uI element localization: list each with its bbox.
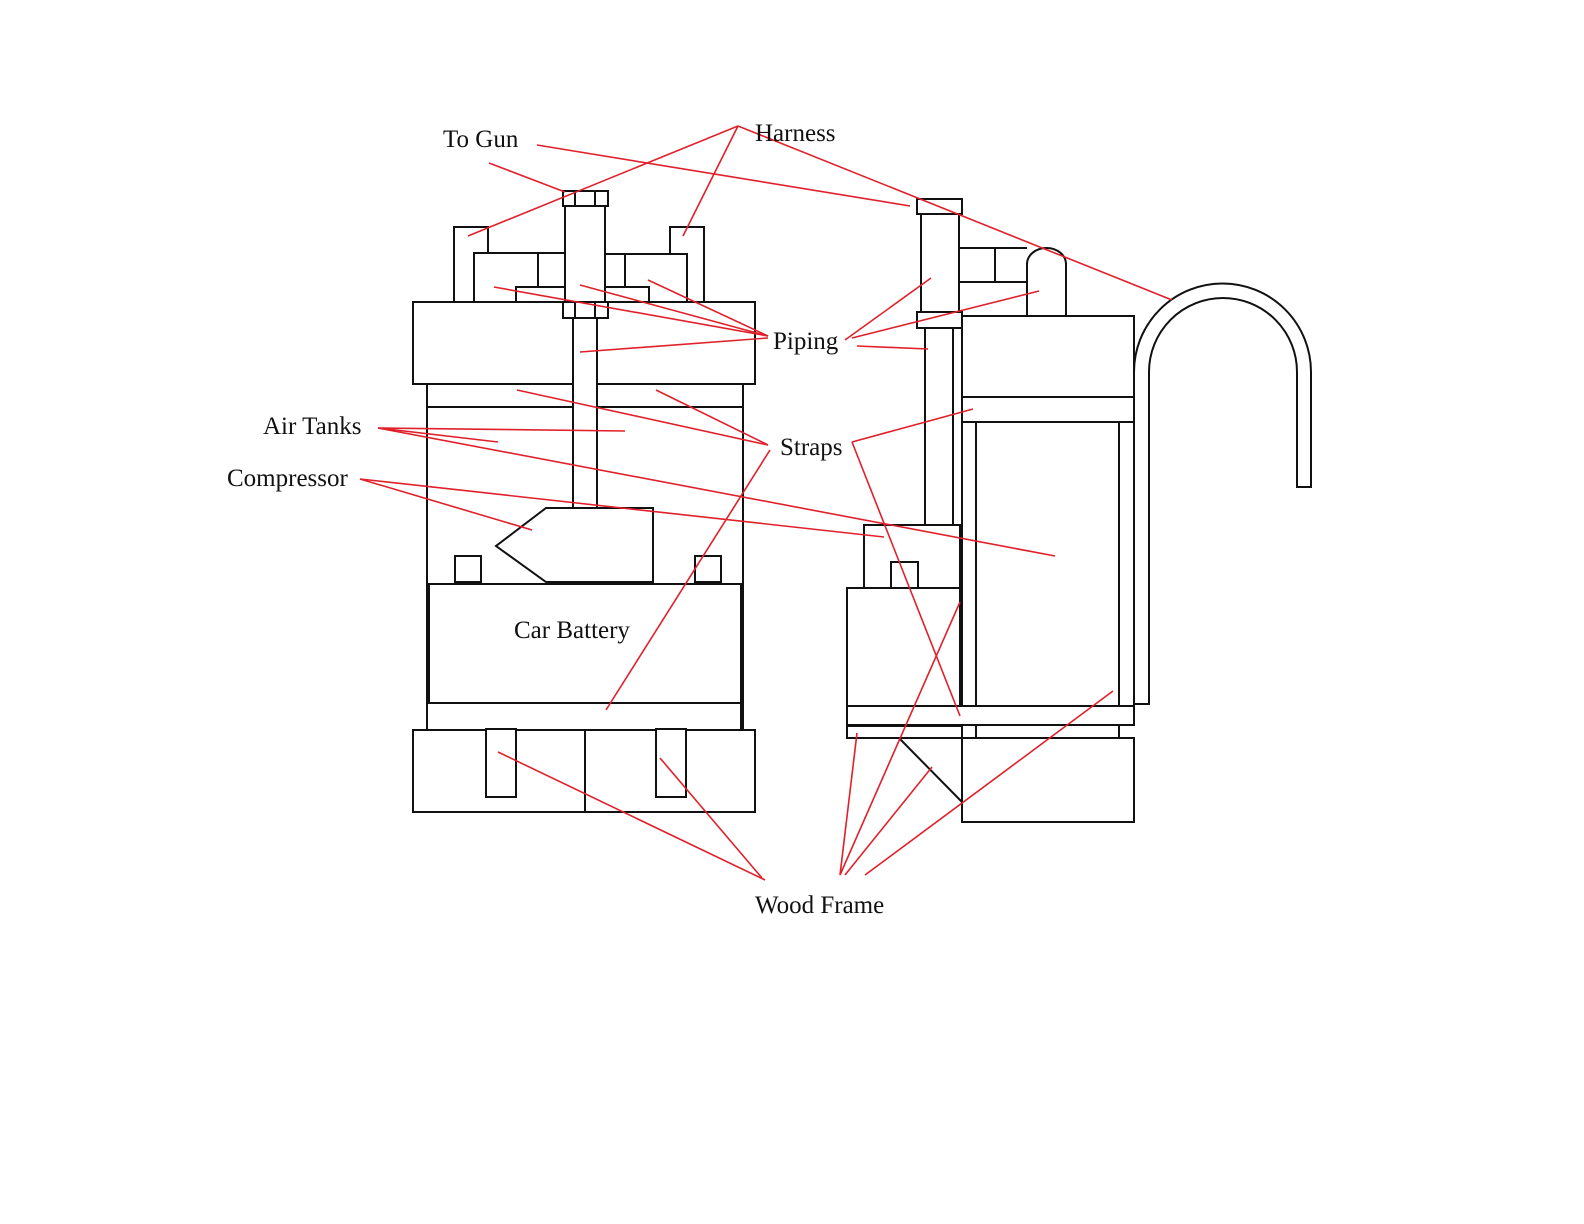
side-wood-base — [961, 737, 1135, 823]
leader-lines — [359, 125, 1173, 881]
front-view — [412, 190, 756, 813]
car-battery — [428, 583, 742, 704]
side-view — [846, 198, 1312, 823]
battery-terminal — [694, 555, 722, 583]
side-battery — [846, 587, 961, 707]
battery-terminal — [454, 555, 482, 583]
lower-nut — [562, 301, 609, 319]
compressor — [494, 507, 654, 583]
harness-hose — [1133, 282, 1312, 705]
down-pipe — [572, 317, 598, 509]
label-compressor: Compressor — [227, 465, 349, 492]
elbow — [1026, 247, 1067, 316]
label-to-gun: To Gun — [443, 126, 519, 153]
label-piping: Piping — [773, 328, 839, 355]
side-pipe — [920, 213, 960, 313]
side-tank-lid — [961, 315, 1135, 398]
label-wood-frame: Wood Frame — [755, 892, 884, 919]
label-harness: Harness — [755, 120, 836, 147]
side-down-pipe — [924, 327, 954, 526]
top-nut — [562, 190, 609, 207]
label-car-battery: Car Battery — [514, 617, 630, 644]
main-pipe — [564, 205, 606, 303]
label-straps: Straps — [780, 434, 843, 461]
wood-foot — [485, 728, 517, 798]
side-strip — [846, 705, 1135, 726]
wood-foot — [655, 728, 687, 798]
label-air-tanks: Air Tanks — [263, 413, 361, 440]
